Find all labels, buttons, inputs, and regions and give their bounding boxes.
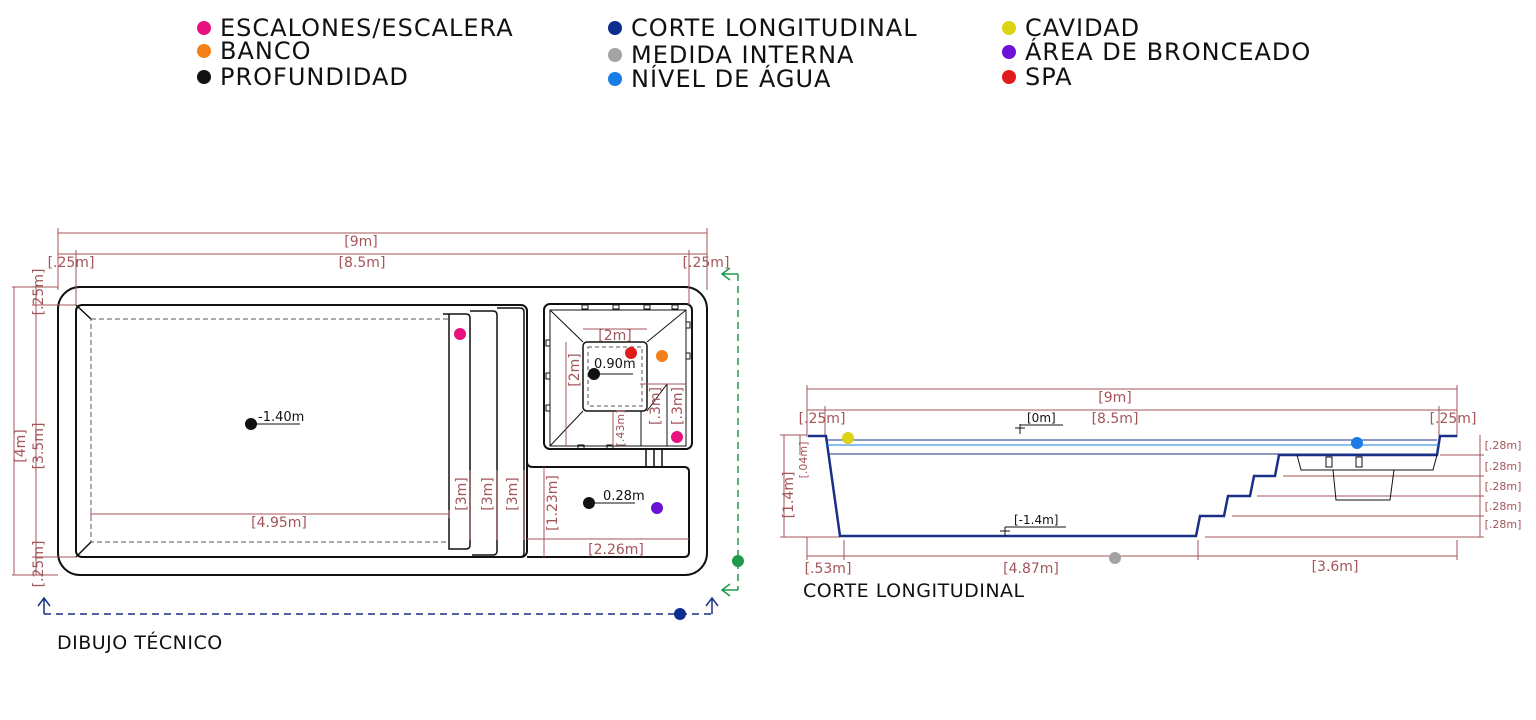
section-profile (808, 434, 1457, 538)
plan-caption: DIBUJO TÉCNICO (57, 632, 223, 654)
legend-label-medida: MEDIDA INTERNA (631, 41, 855, 69)
section-dim-riser-1: [.28m] (1485, 439, 1522, 452)
legend-dot-banco (197, 44, 211, 58)
section-dim-depth: [1.4m] (781, 472, 797, 519)
plan-dim-right-wall: [.25m] (683, 255, 730, 271)
marker-depth-deep (245, 418, 257, 430)
legend-dot-spa (1002, 70, 1016, 84)
plan-dim-spa-step-1: [.3m] (648, 387, 664, 425)
step-3 (497, 307, 525, 558)
section-dim-inner-width: [8.5m] (1092, 411, 1139, 427)
legend-dot-profundidad (197, 70, 211, 84)
legend-item-cavidad: CAVIDAD (1002, 14, 1140, 42)
section-dim-riser-3: [.28m] (1485, 480, 1522, 493)
section-dim-riser-5: [.28m] (1485, 518, 1522, 531)
legend-item-medida: MEDIDA INTERNA (608, 41, 854, 69)
legend-dot-corte (608, 21, 622, 35)
marker-steps (454, 328, 466, 340)
legend-dot-cavidad (1002, 21, 1016, 35)
section-dim-floor-length: [4.87m] (1003, 561, 1059, 577)
section-water-level: [0m] (1027, 411, 1056, 425)
step-2 (470, 310, 498, 556)
marker-tanning (651, 502, 663, 514)
plan-dim-tanning-height: [1.23m] (545, 475, 561, 531)
section-dim-slope: [.53m] (805, 561, 852, 577)
plan-dim-left-wall: [.25m] (48, 255, 95, 271)
marker-bench (656, 350, 668, 362)
tanning-ledge (526, 461, 690, 558)
plan-dim-spa-width: [2m] (598, 328, 631, 344)
plan-depth-deep: -1.40m (258, 410, 304, 425)
plan-dim-spa-step-2: [.3m] (670, 387, 686, 425)
legend-item-banco: BANCO (197, 37, 311, 65)
section-dim-riser-4: [.28m] (1485, 500, 1522, 513)
section-dim-right-wall: [.25m] (1430, 411, 1477, 427)
marker-cavity (842, 432, 854, 444)
legend-label-banco: BANCO (220, 37, 312, 65)
plan-dim-step-2: [3m] (480, 477, 496, 510)
plan-dim-bottom-wall: [.25m] (31, 541, 47, 588)
marker-section-cut (674, 608, 686, 620)
spa-well (582, 341, 648, 412)
legend-dot-escalones (197, 21, 211, 35)
spa-outer (543, 303, 693, 450)
marker-water-level (1351, 437, 1363, 449)
legend-label-bronceado: ÁREA DE BRONCEADO (1025, 38, 1312, 66)
plan-view: [9m] [.25m] [8.5m] [.25m] [.25m] [4m] [3… (12, 228, 744, 620)
plan-dim-top-wall: [.25m] (31, 269, 47, 316)
legend-item-escalones: ESCALONES/ESCALERA (197, 14, 514, 42)
plan-depth-spa: 0.90m (594, 357, 636, 372)
marker-depth-tanning (583, 497, 595, 509)
section-caption: CORTE LONGITUDINAL (803, 580, 1025, 602)
section-dim-freeboard: [.04m] (797, 442, 810, 479)
plan-dim-inner-height: [3.5m] (31, 423, 47, 470)
pool-deep-area (90, 318, 450, 543)
plan-dim-step-3: [3m] (505, 477, 521, 510)
marker-depth-spa (588, 368, 600, 380)
section-dim-left-wall: [.25m] (799, 411, 846, 427)
marker-spa (625, 347, 637, 359)
step-1 (443, 313, 471, 550)
section-dim-riser-2: [.28m] (1485, 460, 1522, 473)
marker-section-cut-2 (732, 555, 744, 567)
legend-item-nivel: NÍVEL DE ÁGUA (608, 65, 831, 93)
pool-outer-coping (57, 286, 708, 576)
legend-dot-nivel (608, 72, 622, 86)
plan-dim-tanning-width: [2.26m] (588, 542, 644, 558)
section-floor-level: [-1.4m] (1014, 513, 1058, 527)
marker-internal-measure (1109, 552, 1121, 564)
pool-main-body (75, 304, 528, 558)
plan-dim-spa-small: [.43m] (614, 410, 627, 447)
plan-dim-spa-height: [2m] (567, 353, 583, 386)
section-dim-total-width: [9m] (1098, 390, 1131, 406)
legend-label-corte: CORTE LONGITUDINAL (631, 14, 918, 42)
plan-depth-tanning: 0.28m (603, 489, 645, 504)
legend-label-nivel: NÍVEL DE ÁGUA (631, 65, 832, 93)
legend-item-spa: SPA (1002, 63, 1073, 91)
plan-dim-total-width: [9m] (344, 234, 377, 250)
legend-item-corte: CORTE LONGITUDINAL (608, 14, 918, 42)
marker-spa-steps (671, 431, 683, 443)
legend-dot-bronceado (1002, 45, 1016, 59)
plan-dim-inner-width: [8.5m] (339, 255, 386, 271)
legend-label-profundidad: PROFUNDIDAD (220, 63, 409, 91)
plan-dim-step-1: [3m] (454, 477, 470, 510)
legend-dot-medida (608, 48, 622, 62)
legend-item-bronceado: ÁREA DE BRONCEADO (1002, 38, 1311, 66)
plan-dim-total-height: [4m] (13, 429, 29, 462)
legend-item-profundidad: PROFUNDIDAD (197, 63, 409, 91)
section-cut-line (37, 267, 739, 615)
legend-label-escalones: ESCALONES/ESCALERA (220, 14, 514, 42)
section-view: [0m] [-1.4m] [9m] [.25m] [8.5m] [.25m] [… (780, 385, 1521, 577)
section-dim-steps-length: [3.6m] (1312, 559, 1359, 575)
plan-dim-deep-length: [4.95m] (251, 515, 307, 531)
legend-label-cavidad: CAVIDAD (1025, 14, 1141, 42)
legend-label-spa: SPA (1025, 63, 1073, 91)
